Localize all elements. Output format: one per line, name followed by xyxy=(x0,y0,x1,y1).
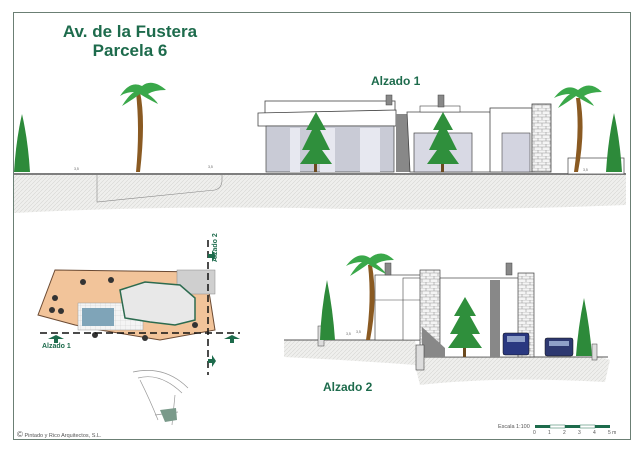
car-icon xyxy=(502,332,530,356)
section-arrow-icon xyxy=(208,355,216,367)
drawing-frame xyxy=(13,12,631,440)
credit-text: Pintado y Rico Arquitectos, S.L. xyxy=(24,433,102,439)
copyright-icon: © xyxy=(17,430,23,439)
pine-tree-icon xyxy=(427,112,459,172)
palm-tree-icon xyxy=(120,82,166,172)
palm-tree-icon xyxy=(346,253,394,340)
svg-text:3,5: 3,5 xyxy=(208,165,213,169)
svg-text:3,5: 3,5 xyxy=(74,167,79,171)
elevation-1: 3,5 3,5 3,5 xyxy=(14,94,626,213)
cypress-tree-icon xyxy=(576,298,592,356)
section-arrow-icon xyxy=(48,335,64,343)
section-arrow-icon xyxy=(224,335,240,343)
site-plan-section-2-label: Alzado 2 xyxy=(212,233,219,262)
pine-tree-icon xyxy=(300,112,332,172)
project-title: Av. de la Fustera Parcela 6 xyxy=(0,22,260,60)
title-parcel: Parcela 6 xyxy=(92,41,168,60)
scale-label: Escala 1:100 xyxy=(498,424,530,430)
section-arrow-icon xyxy=(208,250,216,262)
cypress-tree-icon xyxy=(606,113,622,172)
svg-text:3,5: 3,5 xyxy=(346,332,351,336)
svg-text:3,5: 3,5 xyxy=(356,330,361,334)
cypress-tree-icon xyxy=(14,114,30,172)
svg-text:3,5: 3,5 xyxy=(583,168,588,172)
elevation-2-label: Alzado 2 xyxy=(323,380,373,394)
palm-tree-icon xyxy=(554,85,602,172)
site-plan-section-1-label: Alzado 1 xyxy=(42,343,71,350)
scale-bar xyxy=(535,424,610,429)
car-icon xyxy=(544,337,574,357)
elevation-1-label: Alzado 1 xyxy=(371,74,421,88)
cypress-tree-icon xyxy=(320,280,335,340)
site-plan xyxy=(37,240,240,426)
credit-line: © Pintado y Rico Arquitectos, S.L. xyxy=(17,430,101,439)
title-street: Av. de la Fustera xyxy=(62,22,198,41)
pine-tree-icon xyxy=(448,297,482,357)
